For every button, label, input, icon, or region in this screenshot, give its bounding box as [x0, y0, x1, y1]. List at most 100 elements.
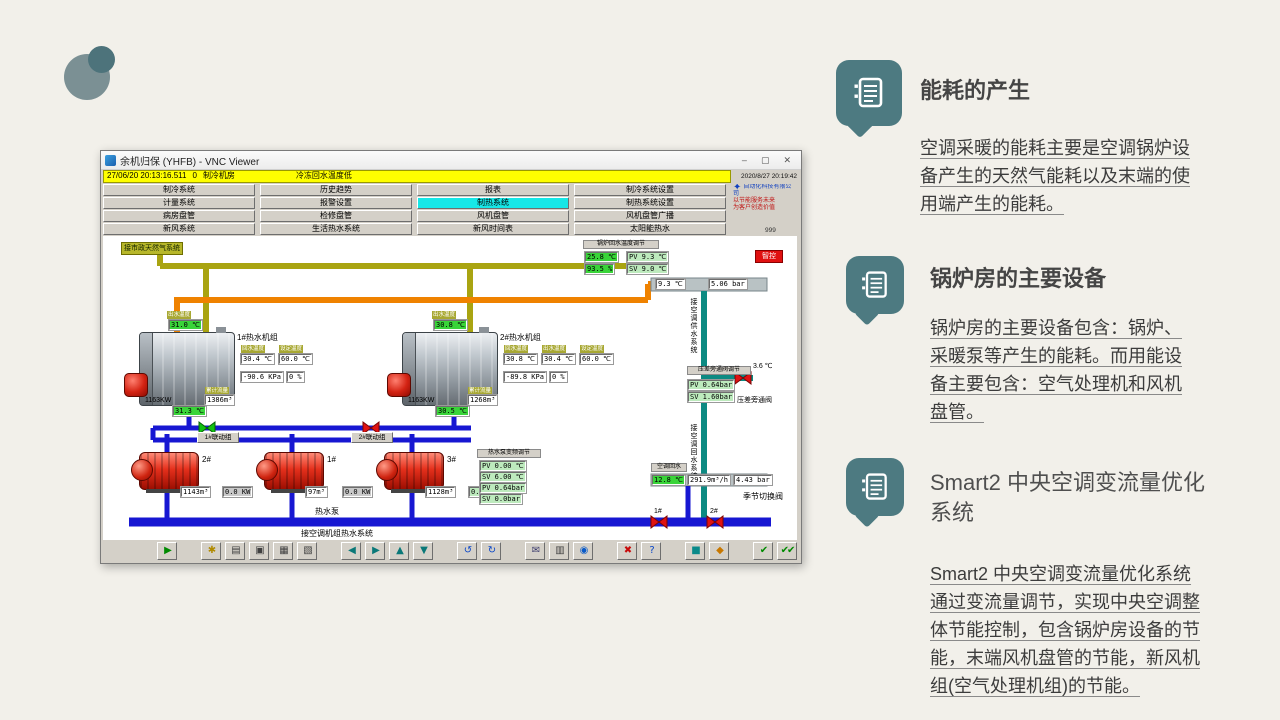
boiler-2-set-field-label: 设定温度 [580, 345, 605, 353]
menu-metering-system[interactable]: 计量系统 [103, 197, 255, 209]
boiler-1-return-reading: 31.3 ℃ [172, 405, 207, 417]
toolbar-grid-button[interactable]: ▦ [273, 541, 293, 560]
bypass-sv: SV 1.60bar [686, 391, 736, 403]
alarm-zone: 0 [192, 171, 197, 180]
season-valve-1-icon[interactable] [650, 515, 668, 529]
toolbar-stop-button[interactable]: ■ [685, 541, 705, 560]
datetime-display: 2020/8/27 20:19:42 [740, 173, 797, 180]
ahu-return-label: 空调回水 [651, 463, 687, 472]
boiler-1-outlet-label: 出水温度 [167, 311, 192, 319]
pump-2-power: 0.0 KW [221, 486, 254, 498]
valve-1-tag: 1# [654, 508, 662, 515]
boiler-2-outlet-label: 出水温度 [432, 311, 457, 319]
document-list-icon [862, 473, 887, 500]
bypass-pv: PV 0.64bar [686, 379, 736, 391]
menu-solar-hot-water[interactable]: 太阳能热水 [574, 223, 726, 235]
boiler1-valve-icon[interactable] [198, 421, 216, 435]
menu-domestic-hot-water[interactable]: 生活热水系统 [260, 223, 412, 235]
to-ahu-label: 接空调机组热水系统 [301, 529, 373, 538]
hot-water-pump-2 [131, 452, 199, 493]
menu-fresh-air-schedule[interactable]: 新风时间表 [417, 223, 569, 235]
toolbar-forward-button[interactable]: ▶ [365, 541, 385, 560]
header-temp: 9.3 ℃ [655, 278, 686, 290]
pump-2-label: 2# [202, 455, 211, 464]
pin-icon-3 [846, 458, 904, 528]
smart-control-button[interactable]: 智控 [755, 250, 783, 263]
linkage-group-2-button[interactable]: 2#联动组 [351, 432, 393, 443]
alarm-area: 制冷机房 [202, 171, 235, 180]
menu-fancoil-broadcast[interactable]: 风机盘管广播 [574, 210, 726, 222]
gas-supply-label: 接市政天然气系统 [121, 242, 183, 255]
menu-cooling-settings[interactable]: 制冷系统设置 [574, 184, 726, 196]
window-titlebar[interactable]: 余机归保 (YHFB) - VNC Viewer – ▢ ✕ [101, 151, 801, 170]
toolbar-tag-button[interactable]: ◆ [709, 541, 729, 560]
menu-history-trend[interactable]: 历史趋势 [260, 184, 412, 196]
toolbar-redo-button[interactable]: ↻ [481, 541, 501, 560]
boiler-1-set-temp: 60.0 ℃ [278, 353, 313, 365]
scada-content: 27/06/20 20:13:16.511 0 制冷机房 冷冻回水温度低 202… [101, 170, 801, 563]
toolbar-up-button[interactable]: ▲ [389, 541, 409, 560]
toolbar-target-button[interactable]: ◉ [573, 541, 593, 560]
regulator-pv: PV 9.3 ℃ [625, 251, 670, 263]
menu-ward-fancoil[interactable]: 病房盘管 [103, 210, 255, 222]
maximize-icon[interactable]: ▢ [760, 154, 770, 165]
toolbar-mail-button[interactable]: ✉ [525, 541, 545, 560]
vfd-sv-pressure: SV 0.0bar [479, 493, 523, 505]
boiler-1-set-field-label: 设定温度 [279, 345, 304, 353]
toolbar-ok-all-button[interactable]: ✔✔ [777, 541, 797, 560]
linkage-group-1-button[interactable]: 1#联动组 [197, 432, 239, 443]
toolbar-down-button[interactable]: ▼ [413, 541, 433, 560]
boiler-2-label: 2#热水机组 [500, 333, 541, 342]
season-valve-2-icon[interactable] [706, 515, 724, 529]
menu-heating-system-active[interactable]: 制热系统 [417, 197, 569, 209]
vendor-slogan-1: 以节能服务未来 [733, 198, 776, 204]
document-list-icon [862, 271, 887, 298]
toolbar-layers-button[interactable]: ▧ [297, 541, 317, 560]
toolbar-run-button[interactable]: ▶ [157, 541, 177, 560]
season-valve-label: 季节切换阀 [743, 492, 783, 501]
ahu-supply-pipe [701, 291, 753, 524]
boiler-1-kw: 1163KW [145, 397, 172, 404]
ahu-return-flow: 291.9m³/h [687, 474, 731, 486]
toolbar-key-button[interactable]: ✱ [201, 541, 221, 560]
toolbar-help-button[interactable]: ? [641, 541, 661, 560]
menu-grid: 制冷系统 历史趋势 报表 制冷系统设置 计量系统 报警设置 制热系统 制热系统设… [103, 184, 731, 236]
window-title: 余机归保 (YHFB) - VNC Viewer [120, 156, 260, 168]
vendor-logo-panel: ✦ 自动化科技有限公司 以节能服务未来 为客户创造价值 [733, 184, 797, 226]
menu-alarm-settings[interactable]: 报警设置 [260, 197, 412, 209]
menu-fresh-air-system[interactable]: 新风系统 [103, 223, 255, 235]
alarm-count: 999 [765, 227, 776, 234]
pump-3-label: 3# [447, 455, 456, 464]
boiler-1-pressure: -90.6 KPa [240, 371, 284, 383]
toolbar-undo-button[interactable]: ↺ [457, 541, 477, 560]
menu-maintenance-fancoil[interactable]: 检修盘管 [260, 210, 412, 222]
boiler-2-outlet-field-label: 出水温度 [542, 345, 567, 353]
ahu-return-temp: 12.8 ℃ [651, 474, 686, 486]
bypass-valve-icon[interactable] [734, 371, 752, 385]
window-controls: – ▢ ✕ [742, 155, 797, 166]
heating-supply-pipe [174, 281, 655, 334]
menu-cooling-system[interactable]: 制冷系统 [103, 184, 255, 196]
pump-2-flow: 1143m³ [179, 486, 212, 498]
alarm-message: 冷冻回水温度低 [295, 171, 352, 180]
toolbar-close-button[interactable]: ✖ [617, 541, 637, 560]
minimize-icon[interactable]: – [741, 154, 747, 165]
boiler-1-rate: 0 % [286, 371, 305, 383]
toolbar-back-button[interactable]: ◀ [341, 541, 361, 560]
boiler2-valve-icon[interactable] [362, 421, 380, 435]
menu-fancoil[interactable]: 风机盘管 [417, 210, 569, 222]
toolbar-ok-button[interactable]: ✔ [753, 541, 773, 560]
toolbar-report-button[interactable]: ▥ [549, 541, 569, 560]
boiler-1-return-field-label: 回水温度 [241, 345, 266, 353]
boiler-2-pressure: -89.8 KPa [503, 371, 547, 383]
close-icon[interactable]: ✕ [783, 154, 791, 165]
toolbar-print-button[interactable]: ▤ [225, 541, 245, 560]
header-pressure: 5.06 bar [708, 278, 748, 290]
menu-report[interactable]: 报表 [417, 184, 569, 196]
toolbar-window-button[interactable]: ▣ [249, 541, 269, 560]
menu-heating-settings[interactable]: 制热系统设置 [574, 197, 726, 209]
alarm-time: 27/06/20 20:13:16.511 [107, 171, 187, 180]
vendor-logo-icon: ✦ [733, 184, 742, 193]
vnc-viewer-window: 余机归保 (YHFB) - VNC Viewer – ▢ ✕ 27/06/20 … [100, 150, 802, 564]
section-2-heading: 锅炉房的主要设备 [930, 266, 1107, 291]
